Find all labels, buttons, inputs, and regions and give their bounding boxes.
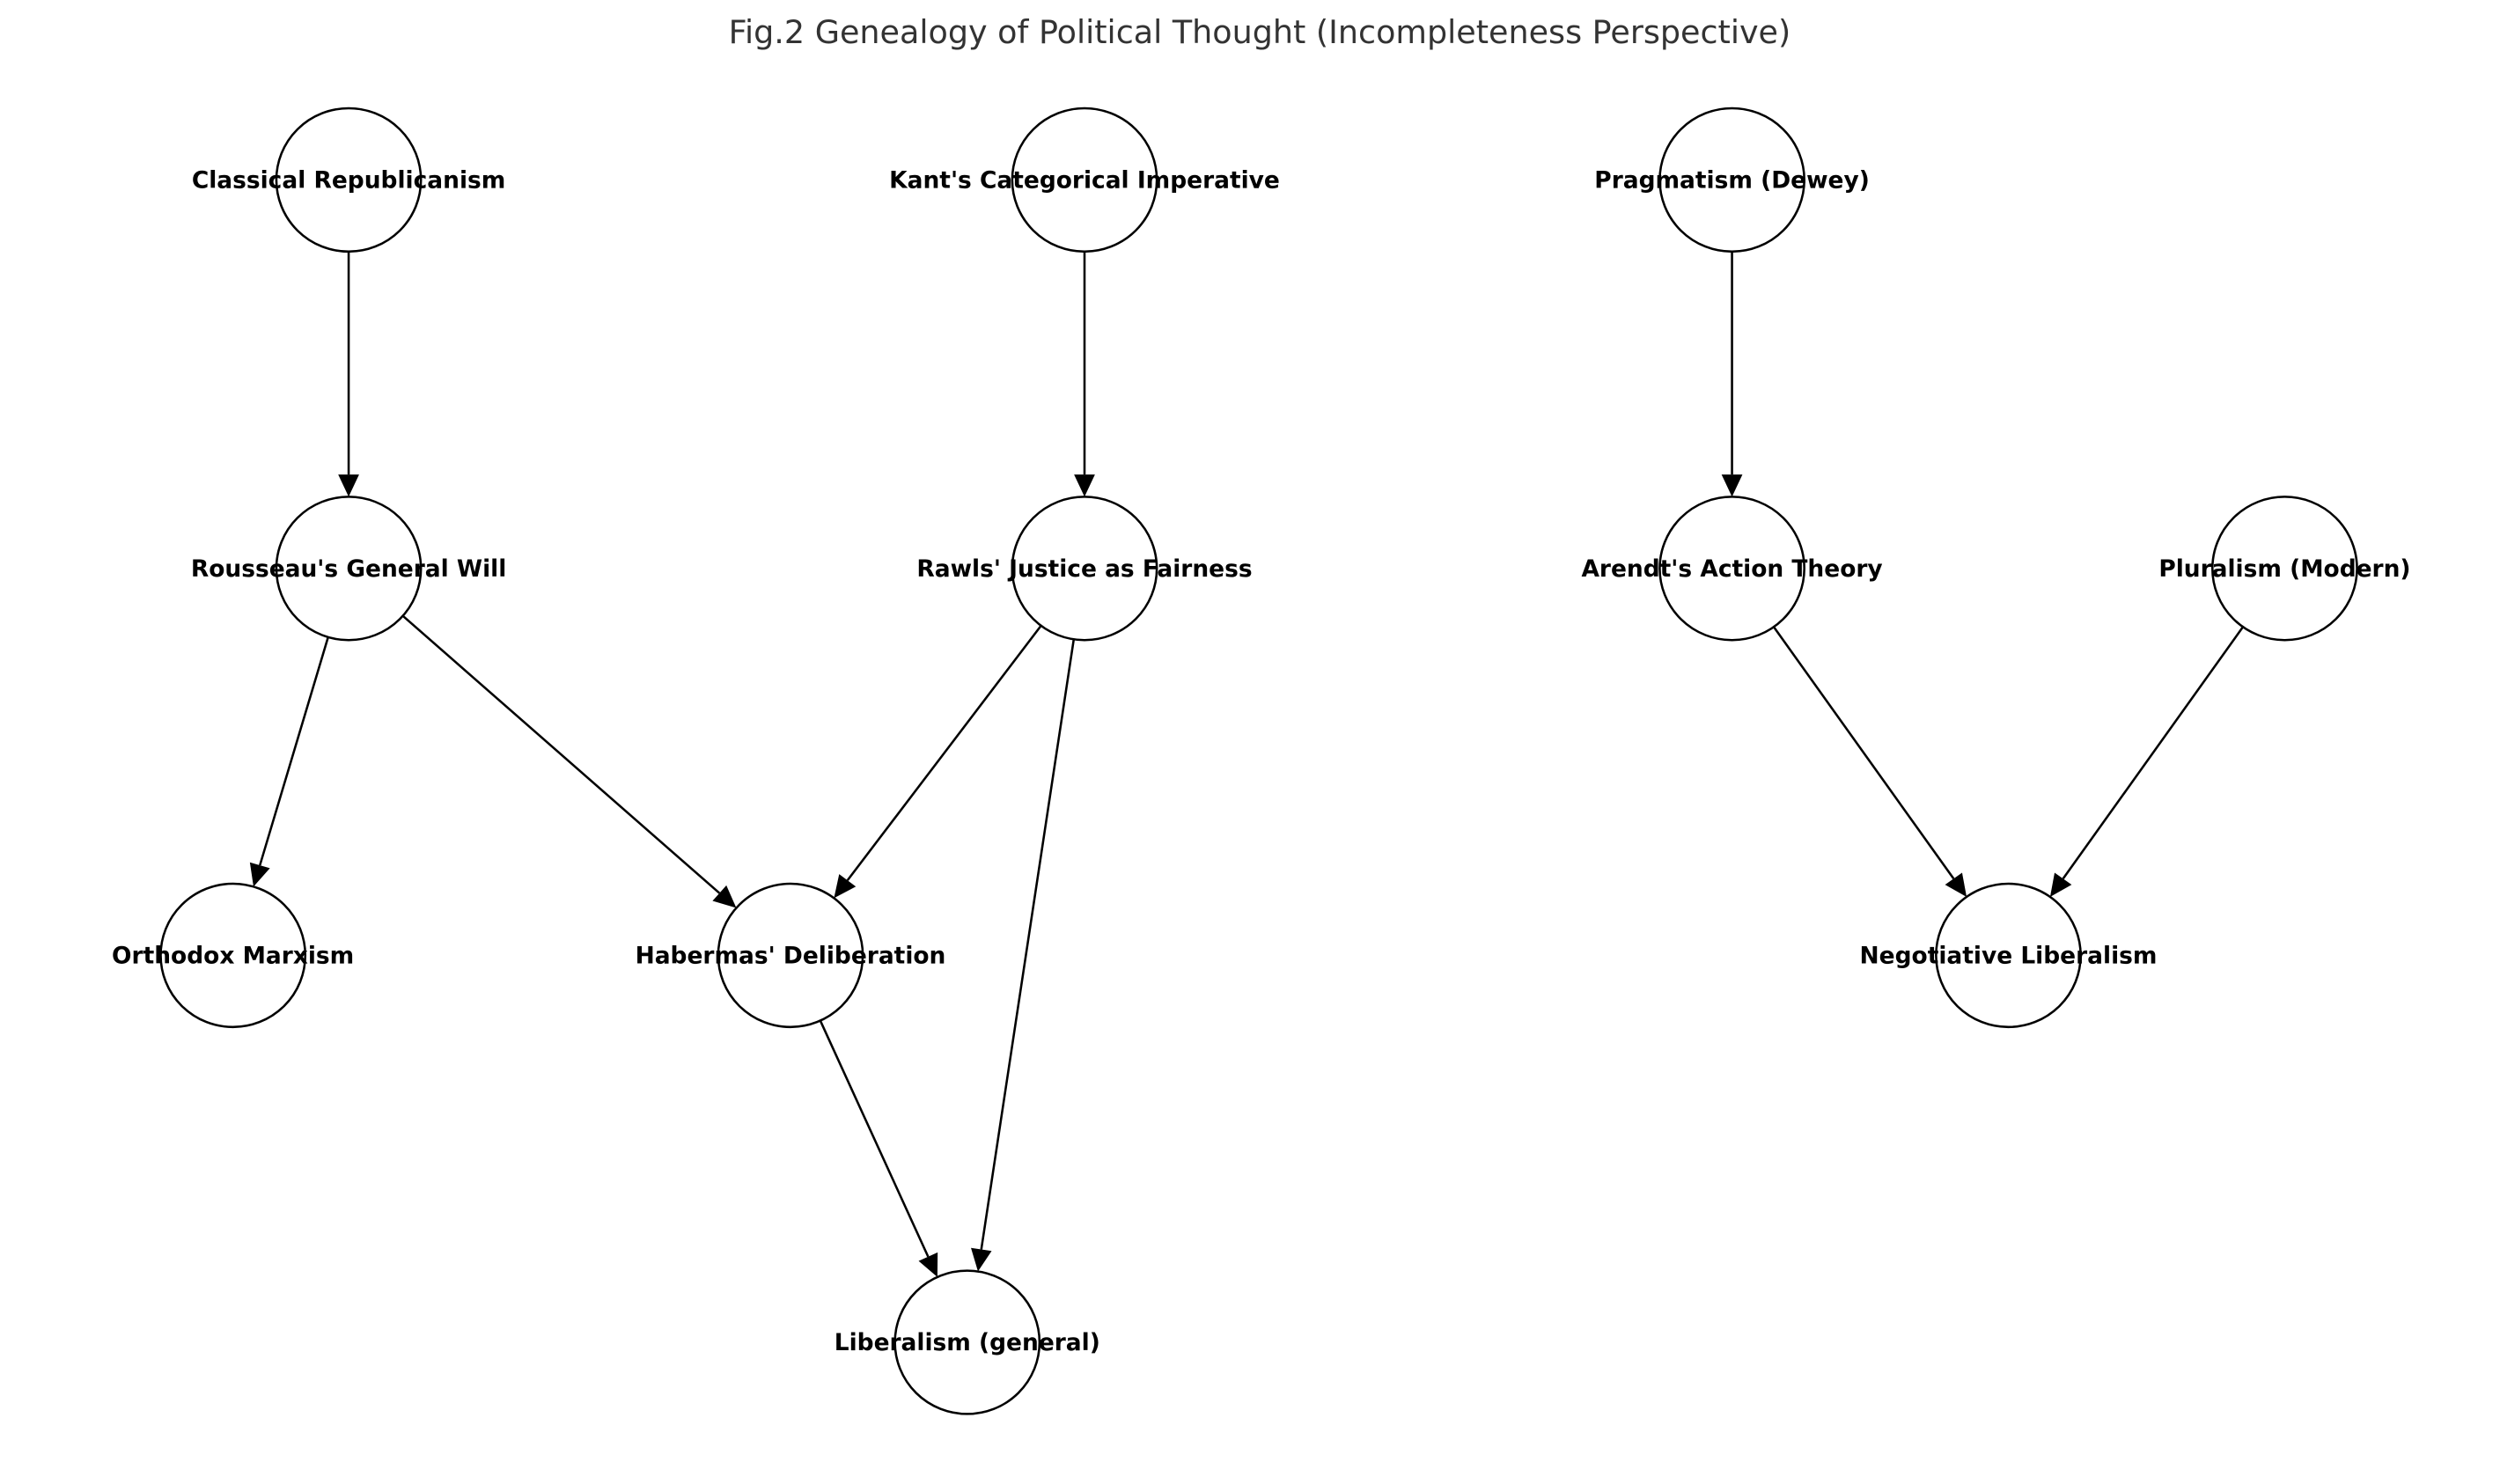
node-circle bbox=[1658, 496, 1805, 642]
node-label: Rousseau's General Will bbox=[191, 556, 506, 583]
edge-line bbox=[980, 639, 1076, 1250]
edge-pluralism-to-negotiative_liberalism bbox=[2049, 626, 2245, 897]
node-label: Orthodox Marxism bbox=[112, 944, 354, 970]
diagram-title: Fig.2 Genealogy of Political Thought (In… bbox=[729, 13, 1791, 51]
edge-habermas-to-liberalism_general bbox=[819, 1020, 938, 1277]
node-label: Pragmatism (Dewey) bbox=[1594, 168, 1869, 195]
edge-rawls-to-liberalism_general bbox=[971, 639, 1076, 1272]
edge-line bbox=[401, 614, 721, 894]
node-label: Arendt's Action Theory bbox=[1581, 556, 1882, 583]
edge-line bbox=[1772, 626, 1955, 880]
node-classical_republicanism: Classical Republicanism bbox=[192, 107, 505, 253]
arrowhead-icon bbox=[1945, 872, 1967, 897]
arrowhead-icon bbox=[918, 1252, 938, 1277]
node-circle bbox=[1011, 107, 1158, 253]
arrowhead-icon bbox=[249, 862, 270, 887]
node-circle bbox=[2211, 496, 2358, 642]
edge-arendt-to-negotiative_liberalism bbox=[1772, 626, 1967, 897]
edge-line bbox=[846, 625, 1042, 881]
node-rousseau: Rousseau's General Will bbox=[191, 496, 506, 642]
node-label: Kant's Categorical Imperative bbox=[889, 168, 1280, 195]
node-label: Classical Republicanism bbox=[192, 168, 505, 195]
node-pluralism: Pluralism (Modern) bbox=[2158, 496, 2411, 642]
node-negotiative_liberalism: Negotiative Liberalism bbox=[1860, 882, 2158, 1029]
node-label: Pluralism (Modern) bbox=[2158, 556, 2410, 583]
node-label: Rawls' Justice as Fairness bbox=[916, 556, 1252, 583]
node-liberalism_general: Liberalism (general) bbox=[835, 1269, 1100, 1415]
node-pragmatism: Pragmatism (Dewey) bbox=[1594, 107, 1870, 253]
edge-line bbox=[259, 636, 329, 866]
edge-pragmatism-to-arendt bbox=[1721, 251, 1743, 497]
arrowhead-icon bbox=[2049, 872, 2072, 897]
node-circle bbox=[1935, 882, 2082, 1029]
node-circle bbox=[159, 882, 307, 1029]
node-label: Habermas' Deliberation bbox=[636, 944, 946, 970]
node-orthodox_marxism: Orthodox Marxism bbox=[112, 882, 354, 1029]
node-habermas: Habermas' Deliberation bbox=[636, 882, 946, 1029]
edge-line bbox=[2062, 626, 2245, 880]
node-kant: Kant's Categorical Imperative bbox=[889, 107, 1280, 253]
node-label: Negotiative Liberalism bbox=[1860, 944, 2158, 970]
edges bbox=[249, 251, 2245, 1277]
edge-rousseau-to-habermas bbox=[401, 614, 737, 908]
node-label: Liberalism (general) bbox=[835, 1330, 1100, 1356]
arrowhead-icon bbox=[338, 474, 359, 497]
edge-rousseau-to-orthodox_marxism bbox=[249, 636, 329, 887]
arrowhead-icon bbox=[1721, 474, 1743, 497]
node-circle bbox=[1011, 496, 1158, 642]
node-circle bbox=[893, 1269, 1041, 1415]
node-circle bbox=[1658, 107, 1805, 253]
node-circle bbox=[275, 107, 423, 253]
nodes: Classical Republicanism Kant's Categorica… bbox=[112, 107, 2411, 1415]
edge-kant-to-rawls bbox=[1074, 251, 1095, 497]
node-arendt: Arendt's Action Theory bbox=[1581, 496, 1883, 642]
edge-rawls-to-habermas bbox=[834, 625, 1042, 899]
arrowhead-icon bbox=[712, 885, 737, 908]
edge-line bbox=[819, 1020, 930, 1258]
edge-classical_republicanism-to-rousseau bbox=[338, 251, 359, 497]
node-rawls: Rawls' Justice as Fairness bbox=[916, 496, 1253, 642]
arrowhead-icon bbox=[971, 1247, 992, 1272]
node-circle bbox=[275, 496, 423, 642]
node-circle bbox=[717, 882, 864, 1029]
arrowhead-icon bbox=[1074, 474, 1095, 497]
arrowhead-icon bbox=[834, 874, 857, 899]
